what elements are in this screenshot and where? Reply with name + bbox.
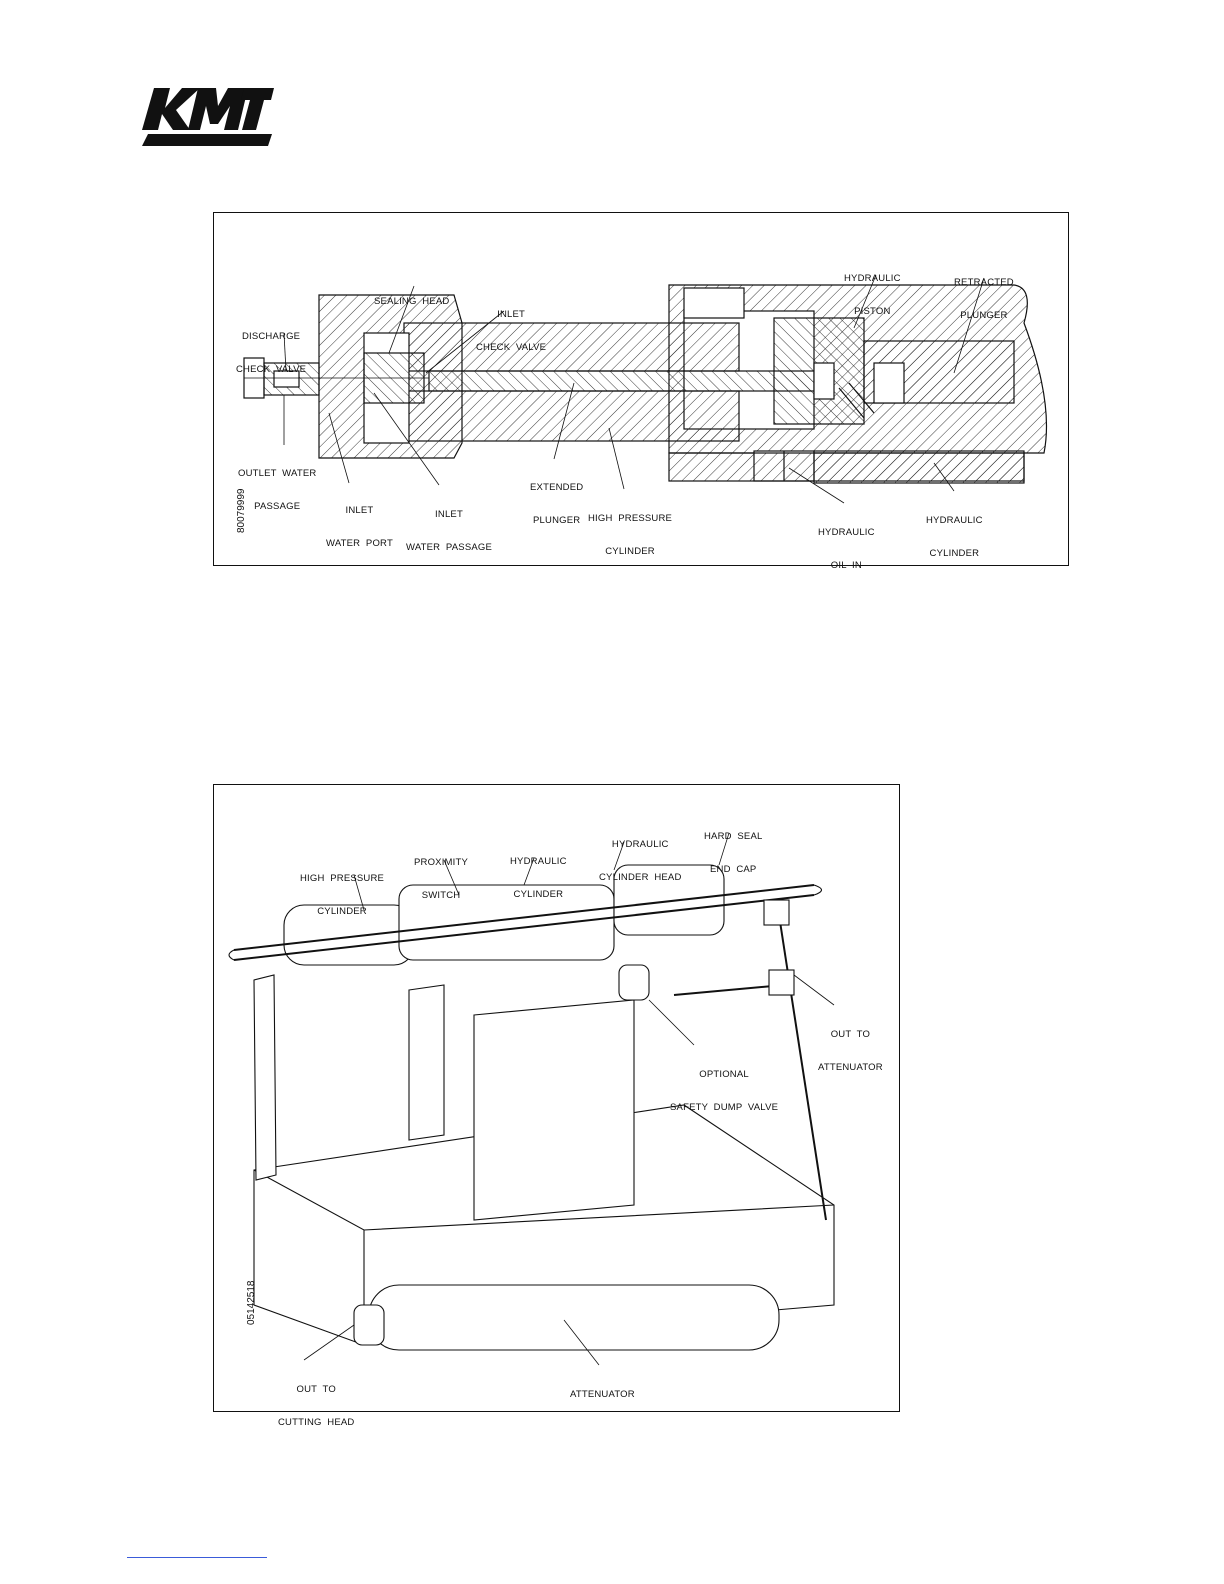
hp-cylinder-section-drawing bbox=[243, 284, 1048, 484]
label-retracted-plunger: RETRACTED PLUNGER bbox=[954, 277, 1014, 321]
figure-1-leader-lines bbox=[283, 274, 985, 504]
label-out-to-attenuator: OUT TO ATTENUATOR bbox=[818, 1029, 883, 1073]
footer-rule bbox=[127, 1557, 267, 1558]
label-inlet-water-passage: INLET WATER PASSAGE bbox=[406, 509, 493, 553]
label-attenuator: ATTENUATOR bbox=[570, 1389, 635, 1400]
kmt-logo-icon bbox=[142, 88, 274, 146]
label-outlet-water-passage: OUTLET WATER PASSAGE bbox=[238, 468, 317, 512]
label-discharge-check-valve: DISCHARGE CHECK VALVE bbox=[236, 331, 307, 375]
label-hydraulic-cylinder-head: HYDRAULIC CYLINDER HEAD bbox=[599, 839, 682, 883]
label-hydraulic-oil-in: HYDRAULIC OIL IN bbox=[818, 527, 875, 571]
label-out-to-cutting-head: OUT TO CUTTING HEAD bbox=[278, 1384, 355, 1428]
figure-2-leader-lines bbox=[303, 832, 835, 1366]
label-hydraulic-piston: HYDRAULIC PISTON bbox=[844, 273, 901, 317]
label-sealing-head: SEALING HEAD bbox=[374, 296, 450, 307]
kmt-logo bbox=[140, 84, 275, 148]
intensifier-assembly-drawing bbox=[228, 864, 835, 1351]
label-high-pressure-cylinder: HIGH PRESSURE CYLINDER bbox=[588, 513, 673, 557]
label-hydraulic-cylinder-2: HYDRAULIC CYLINDER bbox=[510, 856, 567, 900]
figure-2-frame: HIGH PRESSURE CYLINDER PROXIMITY SWITCH … bbox=[213, 784, 900, 1428]
label-inlet-check-valve: INLET CHECK VALVE bbox=[476, 309, 547, 353]
label-hp-cylinder: HIGH PRESSURE CYLINDER bbox=[300, 873, 385, 917]
label-hard-seal-end-cap: HARD SEAL END CAP bbox=[704, 831, 763, 875]
label-inlet-water-port: INLET WATER PORT bbox=[326, 505, 393, 549]
label-extended-plunger: EXTENDED PLUNGER bbox=[530, 482, 584, 526]
figure-1-frame: SEALING HEAD DISCHARGE CHECK VALVE INLET… bbox=[213, 212, 1069, 571]
label-hydraulic-cylinder: HYDRAULIC CYLINDER bbox=[926, 515, 983, 559]
label-safety-dump-valve: OPTIONAL SAFETY DUMP VALVE bbox=[670, 1069, 779, 1113]
label-proximity-switch: PROXIMITY SWITCH bbox=[414, 857, 469, 901]
